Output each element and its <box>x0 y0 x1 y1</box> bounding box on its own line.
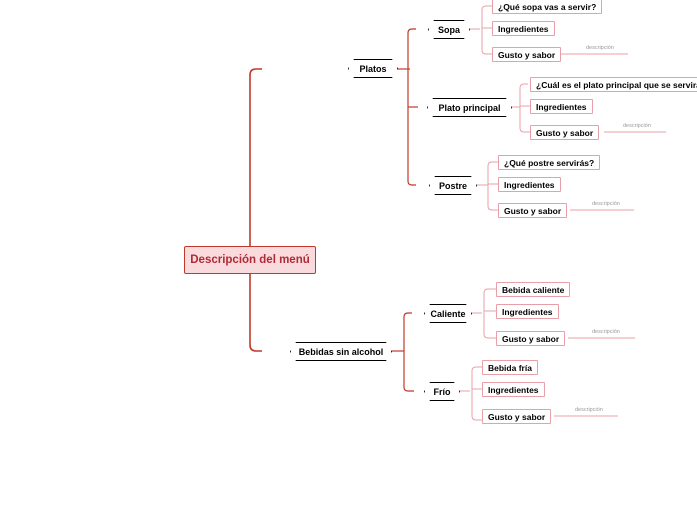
leaf-node-label: Gusto y sabor <box>504 205 562 216</box>
leaf-node[interactable]: Ingredientes <box>492 21 555 36</box>
subbranch-node-frio[interactable]: Frío <box>424 382 460 401</box>
leaf-note: descripción <box>592 329 620 335</box>
leaf-node[interactable]: Gusto y sabor <box>492 47 562 62</box>
leaf-note: descripción <box>586 45 614 51</box>
leaf-node-label: Ingredientes <box>488 384 539 395</box>
subbranch-node-sopa[interactable]: Sopa <box>428 20 470 39</box>
subbranch-node-postre-label: Postre <box>439 180 468 191</box>
leaf-node[interactable]: Bebida fría <box>482 360 538 375</box>
root-node[interactable]: Descripción del menú <box>184 246 316 274</box>
subbranch-node-caliente-label: Caliente <box>430 308 466 319</box>
subbranch-node-plato-principal-label: Plato principal <box>438 102 501 113</box>
leaf-node-label: Gusto y sabor <box>536 127 594 138</box>
subbranch-node-frio-label: Frío <box>433 386 451 397</box>
leaf-node[interactable]: Gusto y sabor <box>482 409 552 424</box>
leaf-node-label: Ingredientes <box>536 101 587 112</box>
branch-node-bebidas[interactable]: Bebidas sin alcohol <box>290 342 392 361</box>
leaf-node-label: ¿Qué sopa vas a servir? <box>498 1 597 12</box>
subbranch-node-sopa-label: Sopa <box>438 24 461 35</box>
subbranch-node-postre[interactable]: Postre <box>429 176 477 195</box>
leaf-node[interactable]: ¿Qué sopa vas a servir? <box>492 0 603 14</box>
leaf-node-label: Bebida fría <box>488 362 532 373</box>
leaf-node[interactable]: Ingredientes <box>530 99 593 114</box>
leaf-node-label: Ingredientes <box>504 179 555 190</box>
leaf-node[interactable]: Gusto y sabor <box>496 331 566 346</box>
branch-node-platos[interactable]: Platos <box>348 59 398 78</box>
leaf-note: descripción <box>623 123 651 129</box>
leaf-note: descripción <box>575 407 603 413</box>
leaf-node-label: Gusto y sabor <box>488 411 546 422</box>
subbranch-node-plato-principal[interactable]: Plato principal <box>427 98 512 117</box>
leaf-node[interactable]: Ingredientes <box>496 304 559 319</box>
leaf-node-label: ¿Qué postre servirás? <box>504 157 595 168</box>
root-node-label: Descripción del menú <box>190 254 310 266</box>
leaf-node-label: ¿Cuál es el plato principal que se servi… <box>536 79 697 90</box>
leaf-node[interactable]: Ingredientes <box>482 382 545 397</box>
leaf-node-label: Ingredientes <box>502 306 553 317</box>
leaf-node-label: Bebida caliente <box>502 284 565 295</box>
leaf-node[interactable]: ¿Qué postre servirás? <box>498 155 601 170</box>
branch-node-platos-label: Platos <box>359 63 387 74</box>
subbranch-node-caliente[interactable]: Caliente <box>424 304 472 323</box>
leaf-note: descripción <box>592 201 620 207</box>
leaf-node-label: Ingredientes <box>498 23 549 34</box>
leaf-node[interactable]: Gusto y sabor <box>530 125 600 140</box>
leaf-node-label: Gusto y sabor <box>498 49 556 60</box>
leaf-node[interactable]: Bebida caliente <box>496 282 571 297</box>
leaf-node[interactable]: ¿Cuál es el plato principal que se servi… <box>530 77 697 92</box>
branch-node-bebidas-label: Bebidas sin alcohol <box>298 346 384 357</box>
leaf-node-label: Gusto y sabor <box>502 333 560 344</box>
leaf-node[interactable]: Ingredientes <box>498 177 561 192</box>
leaf-node[interactable]: Gusto y sabor <box>498 203 568 218</box>
